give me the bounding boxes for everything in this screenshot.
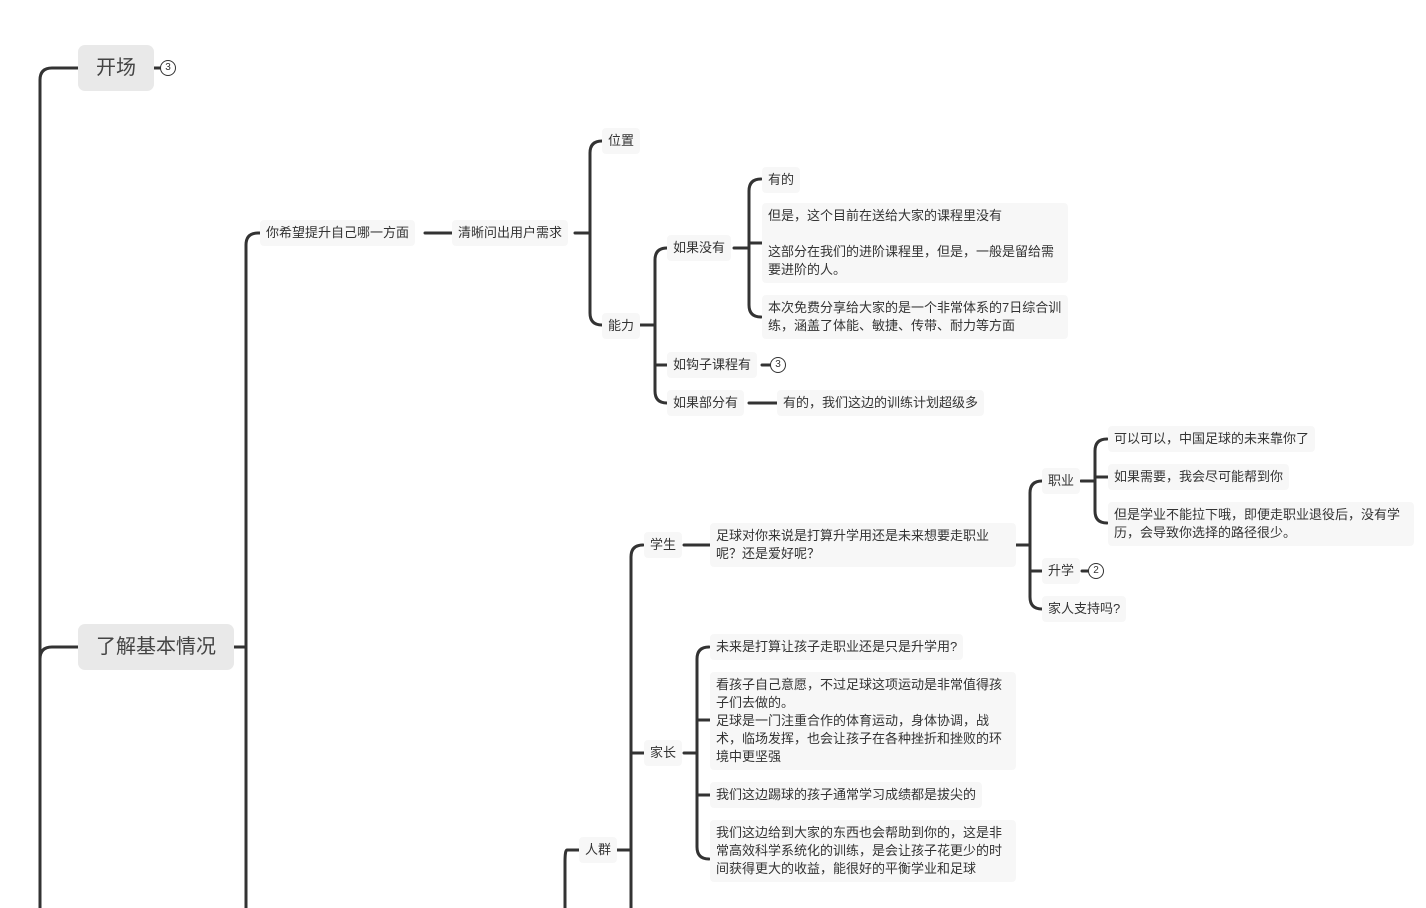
connector-crowd xyxy=(563,543,647,908)
topic-further-study[interactable]: 升学 xyxy=(1042,558,1081,584)
answer-many-plans[interactable]: 有的，我们这边的训练计划超级多 xyxy=(777,390,985,416)
career-answer-3[interactable]: 但是学业不能拉下哦，即便走职业退役后，没有学历，会导致你选择的路径很少。 xyxy=(1108,502,1414,546)
student-question[interactable]: 足球对你来说是打算升学用还是未来想要走职业呢？还是爱好呢？ xyxy=(710,523,1016,567)
topic-if-hook[interactable]: 如钩子课程有 xyxy=(667,352,758,378)
parent-answer-2[interactable]: 看孩子自己意愿，不过足球这项运动是非常值得孩子们去做的。 足球是一门注重合作的体… xyxy=(710,672,1016,770)
topic-improve-question[interactable]: 你希望提升自己哪一方面 xyxy=(260,220,416,246)
answer-not-in-course[interactable]: 但是，这个目前在送给大家的课程里没有 这部分在我们的进阶课程里，但是，一般是留给… xyxy=(762,203,1068,283)
connector-career xyxy=(1079,437,1111,525)
topic-parent[interactable]: 家长 xyxy=(644,740,683,766)
collapsed-count-badge[interactable]: 3 xyxy=(770,357,786,373)
topic-clarify-needs[interactable]: 清晰问出用户需求 xyxy=(452,220,569,246)
career-answer-1[interactable]: 可以可以，中国足球的未来靠你了 xyxy=(1108,426,1316,452)
parent-answer-1[interactable]: 未来是打算让孩子走职业还是只是升学用? xyxy=(710,634,964,660)
topic-career[interactable]: 职业 xyxy=(1042,468,1081,494)
connector-if-none xyxy=(732,177,765,319)
career-answer-2[interactable]: 如果需要，我会尽可能帮到你 xyxy=(1108,464,1290,490)
topic-ability[interactable]: 能力 xyxy=(602,313,641,339)
topic-if-none[interactable]: 如果没有 xyxy=(667,235,732,261)
collapsed-count-badge[interactable]: 3 xyxy=(160,60,176,76)
topic-basic-info[interactable]: 了解基本情况 xyxy=(78,624,234,670)
topic-opening[interactable]: 开场 xyxy=(78,45,154,91)
connector-basic xyxy=(231,231,264,908)
connector-student-question xyxy=(1014,479,1044,611)
topic-position[interactable]: 位置 xyxy=(602,128,641,154)
connector-parent xyxy=(682,645,713,861)
topic-student[interactable]: 学生 xyxy=(644,532,683,558)
connector-clarify xyxy=(573,139,604,327)
parent-answer-3[interactable]: 我们这边踢球的孩子通常学习成绩都是拔尖的 xyxy=(710,782,983,808)
collapsed-count-badge[interactable]: 2 xyxy=(1088,563,1104,579)
answer-have[interactable]: 有的 xyxy=(762,167,801,193)
parent-answer-4[interactable]: 我们这边给到大家的东西也会帮助到你的，这是非常高效科学系统化的训练，是会让孩子花… xyxy=(710,820,1016,882)
connector-root xyxy=(38,66,80,908)
topic-crowd[interactable]: 人群 xyxy=(579,837,618,863)
topic-family-support[interactable]: 家人支持吗? xyxy=(1042,596,1127,622)
topic-if-partial[interactable]: 如果部分有 xyxy=(667,390,745,416)
answer-free-course[interactable]: 本次免费分享给大家的是一个非常体系的7日综合训练，涵盖了体能、敏捷、传带、耐力等… xyxy=(762,295,1068,339)
connector-ability xyxy=(638,246,671,405)
